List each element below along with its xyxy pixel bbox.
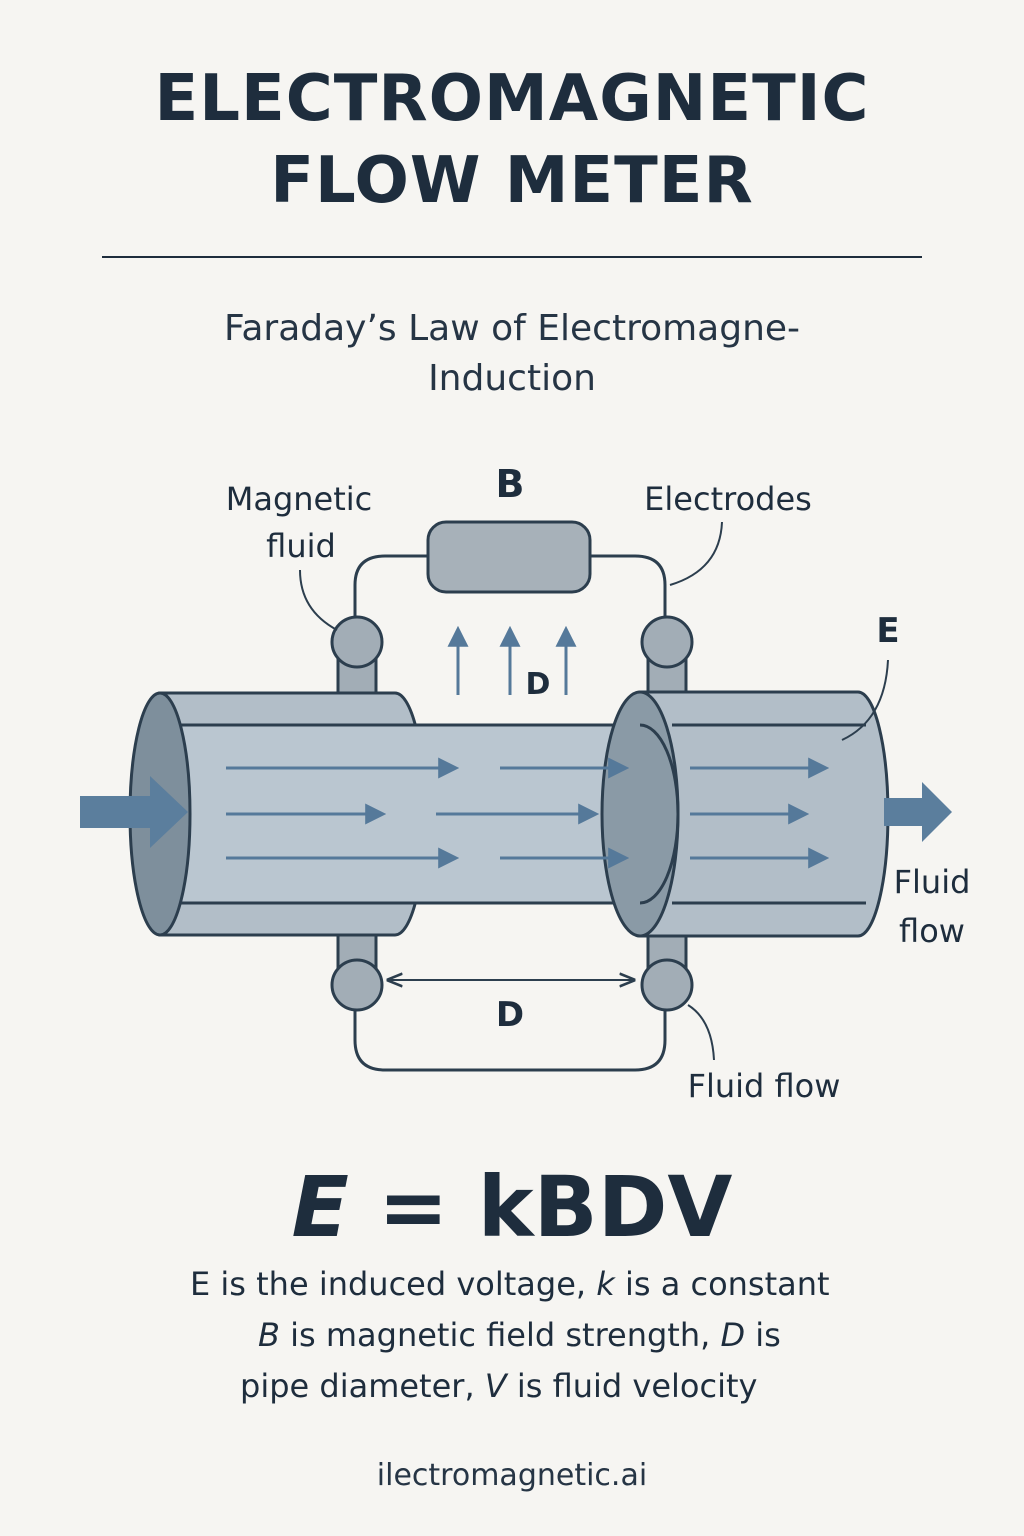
label-e: E [876,611,899,651]
label-electrodes: Electrodes [644,480,812,518]
desc-var-b: B [258,1316,280,1354]
desc-var-d: D [720,1316,746,1354]
title-line-1: ELECTROMAGNETIC [154,62,870,136]
formula-lhs: E [291,1158,349,1256]
label-magnetic-fluid-2: fluid [266,527,336,565]
right-pipe-continuation [639,723,680,905]
desc-text: is fluid velocity [506,1367,758,1405]
label-magnetic-fluid-1: Magnetic [226,480,373,518]
bottom-left-electrode [330,958,384,1012]
label-d-diameter: D [496,995,524,1035]
desc-text: E is the induced voltage, [190,1265,597,1303]
desc-text: pipe diameter, [240,1367,485,1405]
right-collar-face [600,690,680,938]
magnetic-fluid-leader [299,569,338,631]
outlet-arrow [884,782,952,842]
inlet-arrow [80,776,188,848]
electrodes-leader [669,521,723,586]
description-line-3: pipe diameter, V is fluid velocity [240,1367,757,1405]
top-left-electrode [330,615,384,669]
desc-text: is a constant [614,1265,830,1303]
formula: E = kBDV [0,1158,1024,1256]
formula-rhs: = kBDV [348,1158,733,1256]
top-left-wire [353,554,430,625]
title-line-2: FLOW METER [270,144,754,218]
description-line-2: B is magnetic field strength, D is [258,1316,781,1354]
footer-site: ilectromagnetic.ai [376,1458,648,1493]
e-leader [841,659,889,741]
top-right-wire [590,554,667,625]
desc-var-v: V [484,1367,507,1405]
desc-text: is [745,1316,781,1354]
label-d-field: D [526,667,551,702]
desc-text: is magnetic field strength, [279,1316,721,1354]
desc-var-k: k [596,1265,615,1303]
label-fluid-flow-right-1: Fluid [894,863,971,901]
bottom-right-electrode [640,958,694,1012]
subtitle-line-1: Faraday’s Law of Electromagne- [223,308,801,349]
title-divider [102,256,922,258]
meter-box [426,520,592,594]
description-line-1: E is the induced voltage, k is a constan… [190,1265,830,1303]
label-b: B [496,462,525,506]
bottom-wire-loop [353,1005,667,1072]
internal-flow-arrows [226,757,830,869]
label-fluid-flow-right-2: flow [899,912,965,950]
fluid-flow-leader [687,1004,715,1061]
label-fluid-flow-bottom: Fluid flow [688,1067,841,1105]
top-right-electrode [640,615,694,669]
subtitle-line-2: Induction [428,358,596,399]
